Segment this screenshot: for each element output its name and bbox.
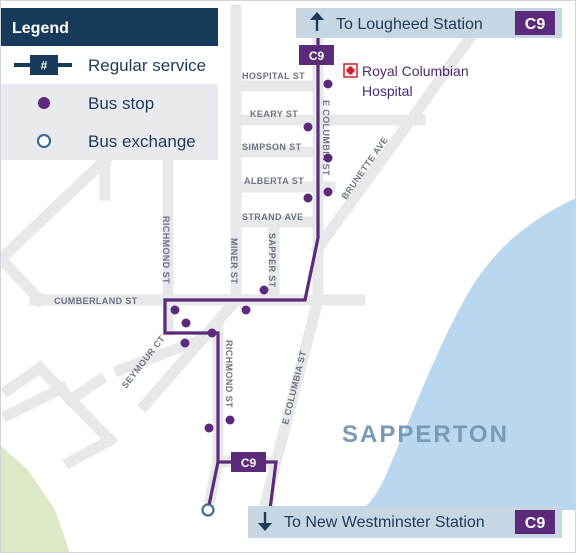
river-water <box>360 198 576 510</box>
neighbourhood-label: SAPPERTON <box>342 421 509 448</box>
road-west-3 <box>0 250 48 308</box>
hospital-name-line-2: Hospital <box>362 83 413 99</box>
south-destination-route-badge: C9 <box>525 515 546 532</box>
road-south-west-2 <box>32 360 118 448</box>
bus-stop[interactable] <box>181 318 191 328</box>
street-label-hospital-st: HOSPITAL ST <box>242 71 305 81</box>
road-south-west-5 <box>0 380 70 423</box>
street-label-e-columbia-st-south: E COLUMBIA ST <box>280 349 308 425</box>
north-destination-banner[interactable]: To Lougheed Station C9 <box>296 8 562 38</box>
street-label-e-columbia-st-north: E COLUMBIA ST <box>321 100 331 176</box>
bus-stop[interactable] <box>323 79 333 89</box>
bus-stops <box>170 79 333 433</box>
bus-route-c9 <box>163 38 320 511</box>
hospital-marker: Royal Columbian Hospital <box>343 63 469 99</box>
route-tag-north: C9 <box>299 45 334 65</box>
bus-exchange-swatch <box>36 133 52 149</box>
park-area <box>0 445 70 553</box>
red-cross-icon <box>343 63 358 78</box>
bus-exchange-marker[interactable] <box>201 503 215 517</box>
street-label-keary-st: KEARY ST <box>250 109 298 119</box>
street-label-miner-st: MINER ST <box>229 238 239 284</box>
north-destination-text: To Lougheed Station <box>336 16 483 33</box>
street-label-sapper-st: SAPPER ST <box>267 233 277 288</box>
bus-stop-swatch <box>38 97 50 109</box>
north-destination-route-badge: C9 <box>525 16 546 33</box>
street-label-richmond-st-north: RICHMOND ST <box>161 216 171 284</box>
bus-stop[interactable] <box>241 305 251 315</box>
road-seymour-ct <box>137 292 244 413</box>
bus-stop[interactable] <box>259 285 269 295</box>
legend-title-bar <box>0 8 218 46</box>
legend-label-bus-exchange: Bus exchange <box>88 132 196 151</box>
legend: Legend # Regular service Bus stop Bus ex… <box>0 8 218 160</box>
regular-service-badge: # <box>41 59 48 73</box>
bus-stop[interactable] <box>170 305 180 315</box>
road-south-west-4 <box>62 372 108 408</box>
road-south-west-3 <box>62 432 118 470</box>
street-label-simpson-st: SIMPSON ST <box>242 142 302 152</box>
bus-stop[interactable] <box>303 193 313 203</box>
route-tag-south: C9 <box>231 452 266 472</box>
road-west-1 <box>0 152 113 268</box>
hospital-name-line-1: Royal Columbian <box>362 63 469 79</box>
road-brunette-ave <box>310 30 478 256</box>
bus-stop[interactable] <box>303 122 313 132</box>
legend-row-bus-stop <box>0 84 218 122</box>
bus-stop[interactable] <box>323 187 333 197</box>
regular-service-swatch: # <box>14 55 72 75</box>
bus-stop[interactable] <box>180 338 190 348</box>
legend-title: Legend <box>12 20 69 37</box>
south-destination-banner[interactable]: To New Westminster Station C9 <box>248 506 562 538</box>
south-destination-text: To New Westminster Station <box>284 514 485 531</box>
legend-label-regular-service: Regular service <box>88 56 206 75</box>
bus-stop[interactable] <box>207 328 217 338</box>
street-label-cumberland-st: CUMBERLAND ST <box>54 296 138 306</box>
up-arrow-icon <box>310 12 324 31</box>
bus-stop[interactable] <box>323 153 333 163</box>
road-south-west-1 <box>0 360 48 398</box>
legend-label-bus-stop: Bus stop <box>88 94 154 113</box>
street-label-strand-ave: STRAND AVE <box>242 212 304 222</box>
street-label-richmond-st-south: RICHMOND ST <box>224 340 234 408</box>
down-arrow-icon <box>258 512 272 531</box>
bus-stop[interactable] <box>204 423 214 433</box>
bus-stop[interactable] <box>225 415 235 425</box>
route-tag-south-label: C9 <box>241 456 257 470</box>
street-label-alberta-st: ALBERTA ST <box>244 176 304 186</box>
route-tag-north-label: C9 <box>309 49 325 63</box>
